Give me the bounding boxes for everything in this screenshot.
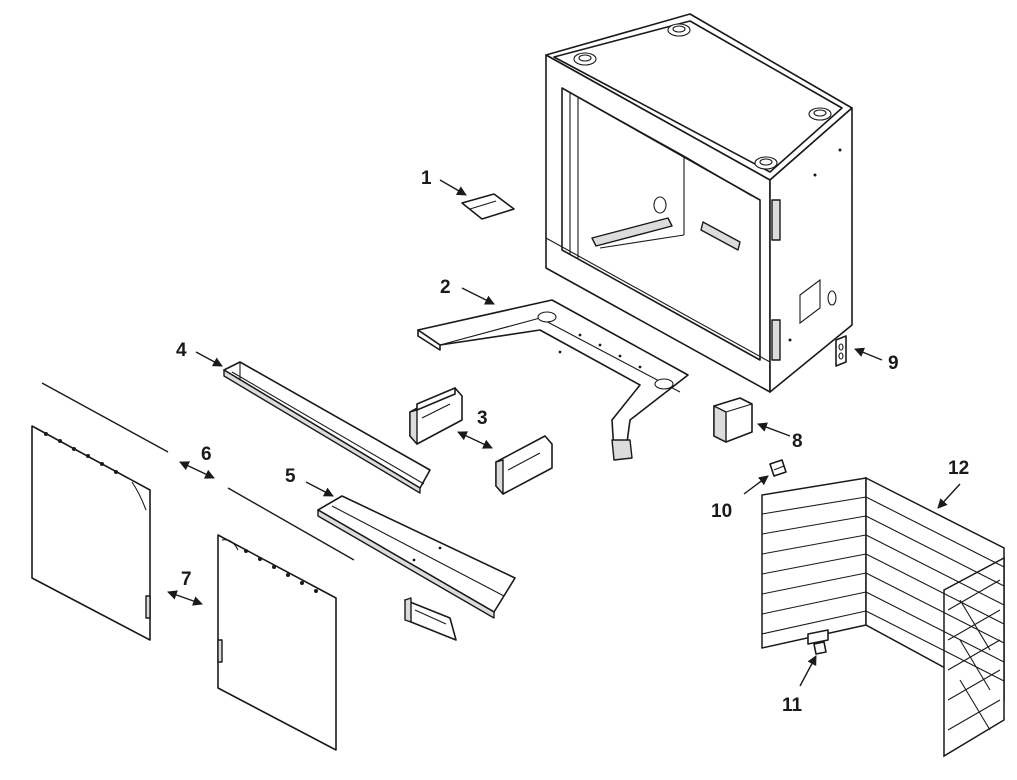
- leader-lines: [167, 179, 961, 687]
- leader-2: [461, 287, 495, 305]
- part-7-mesh-screens: [31, 425, 337, 751]
- leader-6: [179, 461, 215, 479]
- callout-1: 1: [421, 168, 432, 189]
- callout-6: 6: [201, 444, 212, 465]
- callout-8: 8: [792, 431, 803, 452]
- part-12-brick-liner: [761, 476, 1005, 758]
- callout-4: 4: [176, 340, 187, 361]
- part-1-small-plate: [461, 193, 515, 220]
- leader-10: [743, 475, 769, 495]
- firebox-cabinet: [545, 13, 853, 393]
- callout-3: 3: [477, 408, 488, 429]
- callout-2: 2: [440, 277, 451, 298]
- callout-5: 5: [285, 466, 296, 487]
- leader-5: [305, 481, 334, 497]
- part-2-bottom-bracket: [417, 299, 689, 461]
- part-3-bracket-blocks: [404, 387, 553, 641]
- part-8-block-component: [713, 397, 753, 443]
- callout-10: 10: [711, 501, 732, 522]
- leader-9: [854, 347, 883, 361]
- leader-3: [457, 431, 493, 449]
- callout-labels: 1 2 3 4 5 6 7 8 9 10 11 12: [176, 168, 969, 716]
- part-9-outlet-plate: [835, 335, 847, 367]
- part-6-curtain-rods: [41, 382, 355, 561]
- part-4-top-channel: [223, 361, 431, 494]
- leader-12: [937, 483, 961, 509]
- leader-4: [195, 351, 223, 367]
- leader-1: [439, 179, 467, 196]
- callout-12: 12: [948, 458, 969, 479]
- part-11-floor-clip: [813, 641, 827, 655]
- leader-8: [757, 422, 791, 437]
- leader-11: [799, 655, 817, 687]
- part-5-lower-tray: [317, 495, 516, 619]
- callout-7: 7: [181, 569, 192, 590]
- leader-7: [167, 590, 203, 606]
- callout-11: 11: [782, 695, 803, 716]
- callout-9: 9: [888, 353, 899, 374]
- part-10-small-clip: [769, 459, 787, 477]
